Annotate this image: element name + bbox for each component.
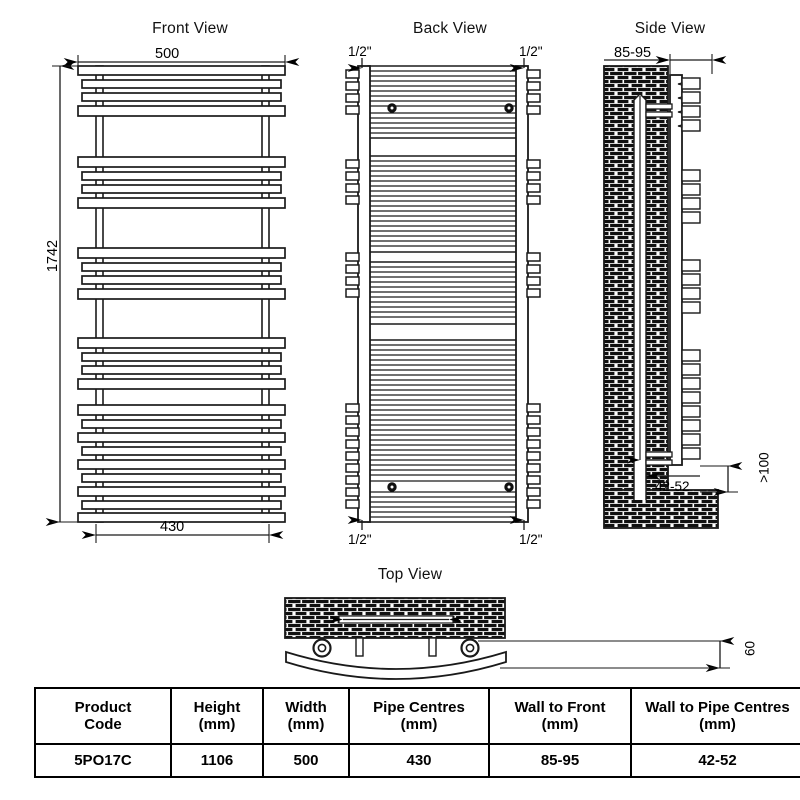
dimension-label-inlet-top-right: 1/2" [519, 44, 543, 59]
header-line-2: (mm) [287, 716, 325, 733]
header-line-1: Width [285, 698, 327, 716]
header-line-1: Wall to Pipe Centres [645, 698, 790, 716]
dimension-label-front-height: 1742 [45, 239, 61, 273]
column-header-pipe-centres: Pipe Centres (mm) [348, 687, 490, 745]
header-line-1: Height [193, 698, 241, 716]
header-line-1: Product [74, 698, 132, 716]
front-view-geometry [45, 55, 300, 543]
cell-width: 500 [262, 743, 350, 778]
table-row: 5PO17C 1106 500 430 85-95 42-52 [34, 743, 800, 778]
back-view-geometry [345, 58, 541, 530]
top-view-title: Top View [377, 566, 443, 583]
column-header-height: Height (mm) [170, 687, 264, 745]
column-header-wall-to-front: Wall to Front (mm) [488, 687, 632, 745]
header-line-2: (mm) [400, 716, 438, 733]
cell-wall-to-front: 85-95 [488, 743, 632, 778]
header-line-2: (mm) [198, 716, 236, 733]
top-view-geometry [284, 597, 735, 680]
dimension-label-wall-to-pipe-centres: 42-52 [655, 479, 690, 494]
header-line-1: Pipe Centres [373, 698, 465, 716]
column-header-wall-to-pipe-centres: Wall to Pipe Centres (mm) [630, 687, 800, 745]
column-header-width: Width (mm) [262, 687, 350, 745]
dimension-label-floor-clearance: >100 [756, 452, 772, 483]
table-header-row: Product Code Height (mm) Width (mm) Pipe… [34, 687, 800, 745]
side-view-title: Side View [634, 20, 706, 37]
dimension-label-front-width: 500 [155, 46, 180, 62]
front-view-title: Front View [152, 20, 228, 37]
dimension-label-top-projection: 60 [742, 640, 758, 657]
cell-pipe-centres: 430 [348, 743, 490, 778]
side-view-geometry [603, 54, 743, 529]
back-view-title: Back View [413, 20, 487, 37]
header-line-2: Code [84, 716, 122, 733]
dimension-label-inlet-top-left: 1/2" [348, 44, 372, 59]
header-line-2: (mm) [699, 716, 736, 733]
dimension-label-wall-to-front: 85-95 [614, 45, 652, 61]
cell-height: 1106 [170, 743, 264, 778]
header-line-1: Wall to Front [514, 698, 606, 716]
dimension-label-inlet-bottom-left: 1/2" [348, 532, 372, 547]
header-line-2: (mm) [541, 716, 579, 733]
dimension-label-inlet-bottom-right: 1/2" [519, 532, 543, 547]
specification-table: Product Code Height (mm) Width (mm) Pipe… [34, 687, 800, 778]
dimension-label-pipe-centres: 430 [160, 519, 185, 535]
column-header-product-code: Product Code [34, 687, 172, 745]
cell-product-code: 5PO17C [34, 743, 172, 778]
cell-wall-to-pipe-centres: 42-52 [630, 743, 800, 778]
